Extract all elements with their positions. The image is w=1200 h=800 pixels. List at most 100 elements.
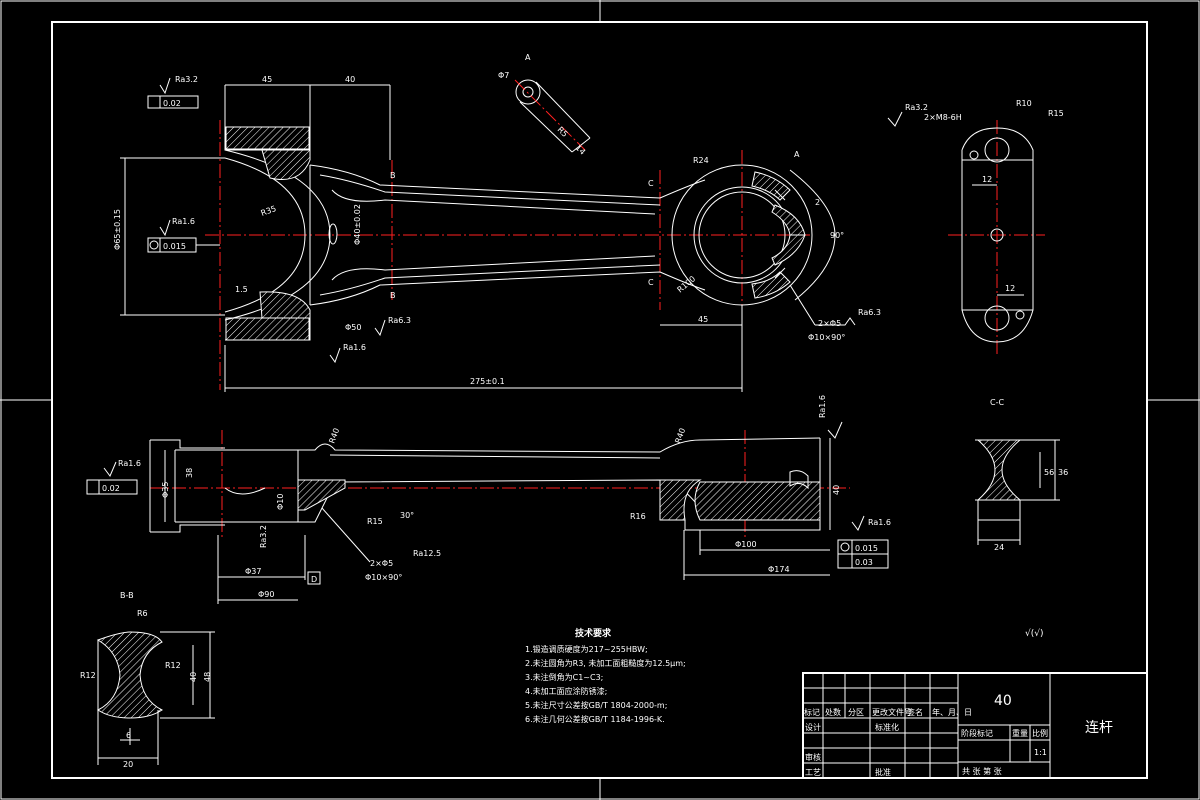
dimension-label: 40 (345, 75, 355, 84)
dimension-label: 1.锻造调质硬度为217~255HBW; (525, 644, 648, 654)
dimension-label: 0.015 (855, 544, 878, 553)
dimension-label: Ra6.3 (858, 308, 881, 317)
title-block: 标记 处数 分区 更改文件号 签名 年、月、日 设计 标准化 审核 工艺 批准 … (802, 672, 1148, 779)
dimension-label: 36 (1058, 468, 1068, 477)
detail-a: A Φ7 14 R5 (498, 53, 591, 157)
dimension-label: Ra12.5 (413, 549, 441, 558)
dimension-label: R12 (165, 661, 181, 670)
dimension-label: 56 (1044, 468, 1054, 477)
dimension-label: 45 (262, 75, 272, 84)
dimension-label: B (390, 291, 396, 300)
dimension-label: 工艺 (805, 768, 821, 777)
dimension-label: Ra3.2 (905, 103, 928, 112)
dimension-label: R16 (630, 512, 646, 521)
dimension-label: 2×M8-6H (924, 113, 962, 122)
dimension-label: Φ90 (258, 590, 274, 599)
dimension-label: 签名 (907, 707, 923, 717)
dimension-label: 共 张 第 张 (962, 766, 1002, 776)
dimension-label: 45 (698, 315, 708, 324)
dimension-label: 40 (994, 693, 1012, 709)
dimension-label: 6 (126, 731, 131, 740)
dimension-label: 审核 (805, 752, 821, 762)
dimension-label: R35 (260, 204, 278, 218)
dimension-label: 14 (574, 143, 588, 157)
dimension-label: Ra3.2 (259, 525, 268, 548)
dimension-label: 12 (982, 175, 992, 184)
dimension-label: 1.5 (235, 285, 248, 294)
dimension-label: Φ7 (498, 71, 509, 80)
dimension-label: 24 (994, 543, 1004, 552)
dimension-label: 5.未注尺寸公差按GB/T 1804-2000-m; (525, 700, 667, 710)
dimension-label: 20 (123, 760, 133, 769)
dimension-label: 2×Φ5 (818, 319, 841, 328)
dimension-label: 6.未注几何公差按GB/T 1184-1996-K. (525, 714, 665, 724)
end-view: 12 12 R10 R15 2×M8-6H Ra3.2 (887, 99, 1064, 355)
side-view: Φ35 38 Φ10 40 R40 R40 R15 R16 30° 2×Φ5 Φ… (86, 395, 891, 604)
dimension-label: Φ10×90° (365, 573, 402, 582)
dimension-label: 处数 (825, 707, 841, 717)
dimension-label: 标准化 (875, 722, 899, 732)
dimension-label: R15 (367, 517, 383, 526)
section-b-b: B-B R6 R12 R12 40 48 6 20 (80, 591, 215, 769)
dimension-label: C (648, 179, 654, 188)
dimension-label: 90° (830, 231, 844, 240)
dimension-label: Φ40±0.02 (353, 204, 362, 245)
dimension-label: 0.02 (102, 484, 120, 493)
dimension-label: R15 (1048, 109, 1064, 118)
dimension-label: R5 (556, 125, 570, 139)
dimension-label: 0.03 (855, 558, 873, 567)
dimension-label: Ra1.6 (172, 217, 195, 226)
dimension-label: 38 (185, 468, 194, 478)
dimension-label: Ra1.6 (343, 343, 366, 352)
dimension-label: Ra1.6 (118, 459, 141, 468)
dimension-label: Φ35 (161, 482, 170, 498)
dimension-label: Ra3.2 (175, 75, 198, 84)
dimension-label: 4.未加工面应涂防锈漆; (525, 686, 607, 696)
dimension-label: R10 (1016, 99, 1032, 108)
dimension-label: 标记 (804, 707, 820, 717)
dimension-label: 2 (815, 198, 820, 207)
dimension-label: 40 (832, 485, 841, 495)
dimension-label: Ra6.3 (388, 316, 411, 325)
dimension-label: 2.未注圆角为R3, 未加工面粗糙度为12.5μm; (525, 658, 686, 668)
dimension-label: 275±0.1 (470, 377, 505, 386)
section-c-c: C-C 56 36 24 (975, 398, 1068, 552)
dimension-label: C (648, 278, 654, 287)
dimension-label: Φ174 (768, 565, 790, 574)
front-view: 45 40 Φ65±0.15 275±0.1 45 1.5 R35 Φ40±0.… (113, 75, 881, 392)
dimension-label: Φ37 (245, 567, 261, 576)
dimension-label: Φ10×90° (808, 333, 845, 342)
dimension-label: 设计 (805, 722, 821, 732)
dimension-label: Ra1.6 (818, 395, 827, 418)
dimension-label: B (390, 171, 396, 180)
dimension-label: 48 (203, 672, 212, 682)
dimension-label: 12 (1005, 284, 1015, 293)
dimension-label: R100 (676, 274, 698, 294)
dimension-label: 批准 (875, 767, 891, 777)
dimension-label: 0.015 (163, 242, 186, 251)
dimension-label: Φ65±0.15 (113, 209, 122, 250)
dimension-label: 连杆 (1085, 720, 1113, 736)
dimension-label: 更改文件号 (872, 707, 912, 717)
dimension-label: 重量 (1012, 728, 1028, 738)
dimension-label: 1:1 (1034, 748, 1047, 757)
dimension-label: B-B (120, 591, 134, 600)
dimension-label: 年、月、日 (932, 707, 972, 717)
dimension-label: R6 (137, 609, 148, 618)
dimension-label: R40 (327, 427, 341, 445)
dimension-label: A (525, 53, 531, 62)
dimension-label: A (794, 150, 800, 159)
dimension-label: 比例 (1032, 728, 1048, 738)
dimension-label: Ra1.6 (868, 518, 891, 527)
dimension-label: 分区 (848, 708, 864, 717)
dimension-label: Φ100 (735, 540, 757, 549)
dimension-label: 3.未注倒角为C1~C3; (525, 672, 603, 682)
dimension-label: R12 (80, 671, 96, 680)
dimension-label: 技术要求 (575, 627, 612, 639)
dimension-label: C-C (990, 398, 1004, 407)
dimension-label: Φ10 (276, 494, 285, 510)
dimension-label: D (311, 575, 317, 584)
technical-notes: 技术要求 1.锻造调质硬度为217~255HBW; 2.未注圆角为R3, 未加工… (525, 627, 686, 724)
dimension-label: 0.02 (163, 99, 181, 108)
